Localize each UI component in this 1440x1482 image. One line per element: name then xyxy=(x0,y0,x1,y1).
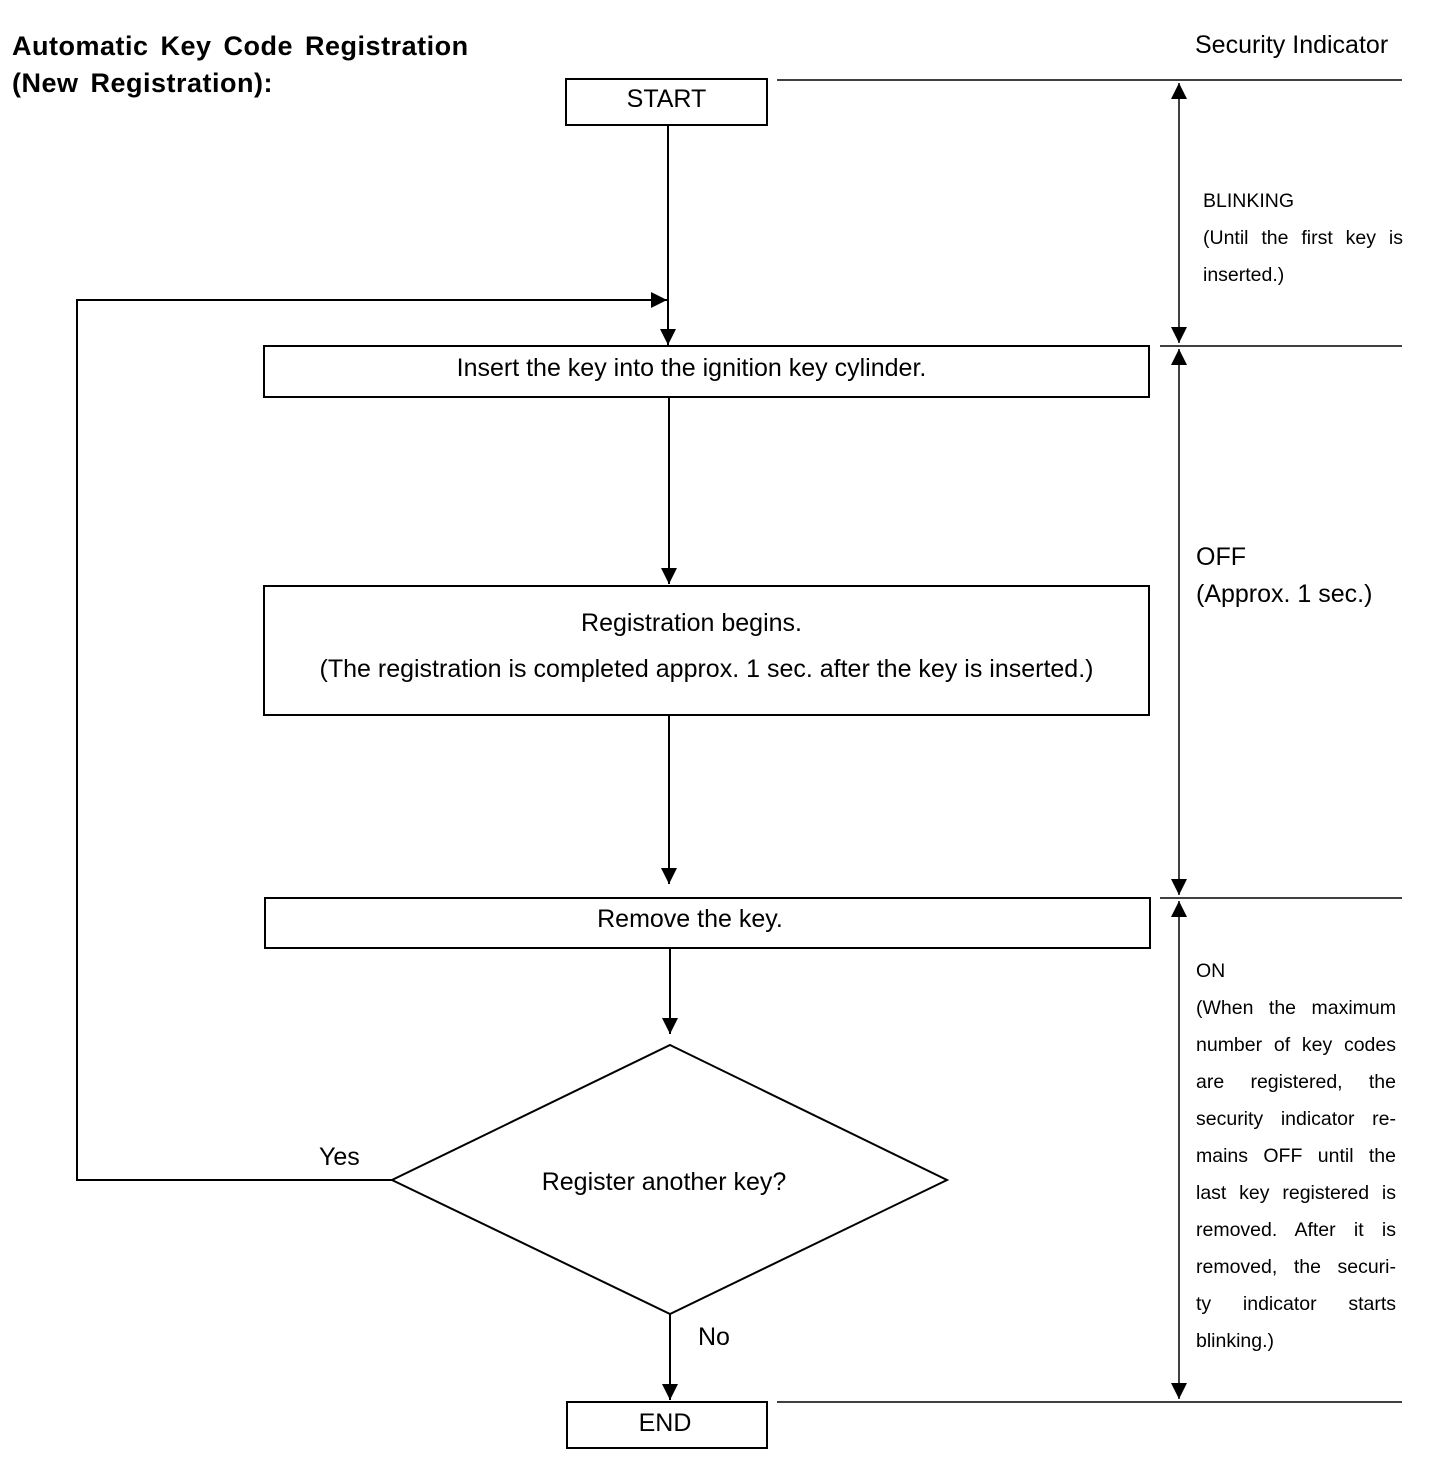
blinking-note-line: inserted.) xyxy=(1203,264,1285,286)
end-box xyxy=(566,1401,768,1449)
blinking-state-label: BLINKING xyxy=(1203,190,1295,212)
on-note-line: (When the maximum xyxy=(1196,997,1396,1019)
off-state-label: OFF xyxy=(1196,543,1246,571)
security-indicator-header: Security Indicator xyxy=(1195,31,1389,59)
yes-branch-label: Yes xyxy=(319,1143,360,1171)
start-box xyxy=(565,78,768,126)
diagram-title-line1: Automatic Key Code Registration xyxy=(12,31,469,61)
off-note: (Approx. 1 sec.) xyxy=(1196,580,1373,608)
off-state-text: OFF (Approx. 1 sec.) xyxy=(1196,539,1372,613)
on-note-line: are registered, the xyxy=(1196,1071,1396,1093)
registration-box xyxy=(263,585,1150,716)
remove-key-box xyxy=(264,897,1151,949)
registration-label-line2: (The registration is completed approx. 1… xyxy=(319,655,1094,683)
on-note-line: security indicator re- xyxy=(1196,1108,1396,1130)
yes-loop-arrow xyxy=(76,292,667,1181)
on-note-line: ty indicator starts xyxy=(1196,1293,1396,1315)
end-label: END xyxy=(638,1409,692,1437)
on-note-line: last key registered is xyxy=(1196,1182,1396,1204)
no-branch-label: No xyxy=(698,1323,730,1351)
on-note-line: removed, the securi- xyxy=(1196,1256,1396,1278)
start-label: START xyxy=(626,85,707,113)
insert-key-box xyxy=(263,345,1150,398)
diagram-title-line2: (New Registration): xyxy=(12,68,274,98)
remove-key-label: Remove the key. xyxy=(597,905,783,933)
on-note-line: number of key codes xyxy=(1196,1034,1396,1056)
registration-label-line1: Registration begins. xyxy=(581,609,802,637)
on-note-line: blinking.) xyxy=(1196,1330,1275,1352)
insert-key-label: Insert the key into the ignition key cyl… xyxy=(456,354,927,382)
on-note-line: mains OFF until the xyxy=(1196,1145,1396,1167)
decision-label: Register another key? xyxy=(541,1168,787,1196)
on-state-label: ON xyxy=(1196,960,1226,982)
blinking-state-text: BLINKING (Until the first key is inserte… xyxy=(1203,183,1403,294)
blinking-note-line: (Until the first key is xyxy=(1203,227,1403,249)
on-state-text: ON (When the maximum number of key codes… xyxy=(1196,953,1396,1360)
on-note-line: removed. After it is xyxy=(1196,1219,1396,1241)
